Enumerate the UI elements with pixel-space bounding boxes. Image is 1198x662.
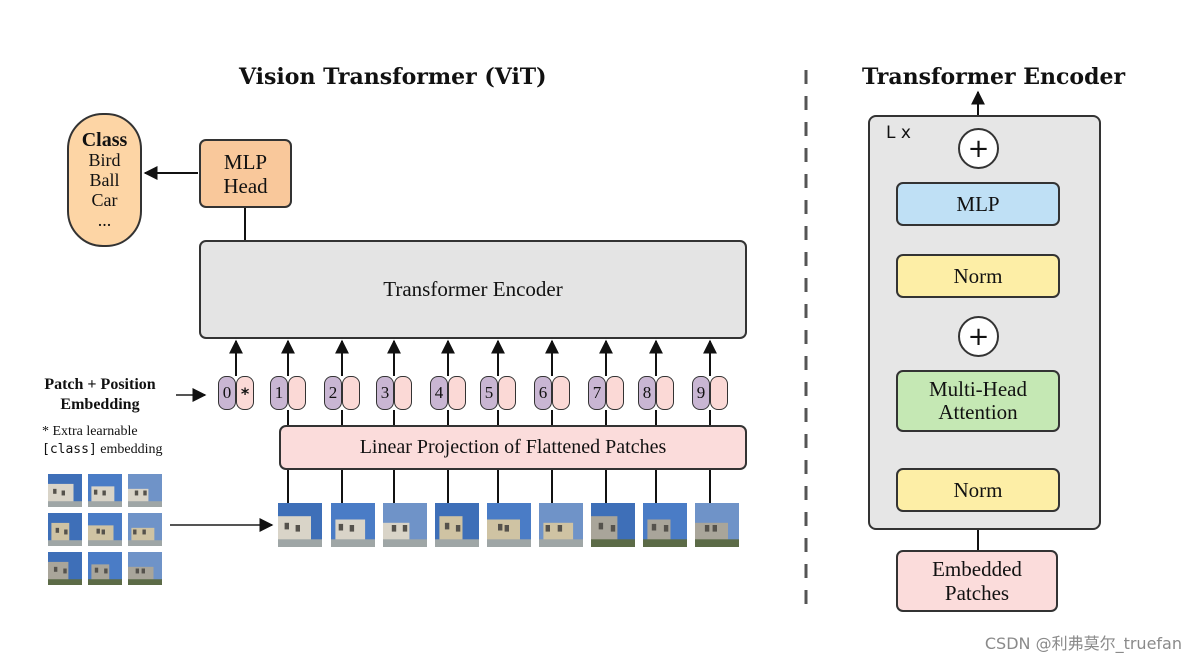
grid-patch-1: [48, 474, 82, 507]
position-embedding-7: 7: [588, 376, 606, 410]
grid-patch-7: [48, 552, 82, 585]
plus-upper-symbol: +: [967, 133, 990, 164]
strip-patch-9: [695, 503, 739, 547]
mlp-block-label: MLP: [956, 191, 1000, 216]
class-heading: Class: [81, 129, 128, 151]
transformer-encoder-label: Transformer Encoder: [383, 277, 563, 301]
plus-lower-symbol: +: [967, 321, 990, 352]
note-class-token: [class]: [42, 442, 97, 457]
strip-patch-6: [539, 503, 583, 547]
embedding-label-line2: Embedding: [60, 396, 140, 413]
patch-embedding-9: [710, 376, 728, 410]
patch-embedding-2: [342, 376, 360, 410]
strip-patch-2: [331, 503, 375, 547]
position-index-8: 8: [642, 383, 652, 402]
patch-embedding-6: [552, 376, 570, 410]
class-token-marker: *: [240, 383, 250, 403]
vit-title: Vision Transformer (ViT): [239, 64, 547, 90]
position-embedding-9: 9: [692, 376, 710, 410]
multi-head-attention-block: Multi-Head Attention: [896, 370, 1060, 432]
position-embedding-8: 8: [638, 376, 656, 410]
mlp-head-line1: MLP: [223, 149, 268, 174]
position-index-2: 2: [328, 383, 338, 402]
patch-embedding-3: [394, 376, 412, 410]
class-item-more: ...: [97, 210, 112, 230]
patch-embedding-1: [288, 376, 306, 410]
position-index-0: 0: [222, 383, 232, 402]
embedded-patches-block: Embedded Patches: [896, 550, 1058, 612]
grid-patch-8: [88, 552, 122, 585]
norm-bottom-block: Norm: [896, 468, 1060, 512]
extra-learnable-note: * Extra learnable [class] embedding: [42, 423, 163, 459]
mlp-head-line2: Head: [223, 173, 268, 198]
linear-projection-label: Linear Projection of Flattened Patches: [359, 436, 667, 458]
position-embedding-2: 2: [324, 376, 342, 410]
position-index-5: 5: [484, 383, 494, 402]
watermark: CSDN @利弗莫尔_truefan: [984, 634, 1182, 653]
note-line2-suffix: embedding: [96, 442, 163, 457]
class-box: Class Bird Ball Car ...: [67, 113, 142, 247]
strip-patch-1: [278, 503, 322, 547]
plus-lower: +: [958, 316, 999, 357]
position-index-6: 6: [538, 383, 548, 402]
grid-patch-3: [128, 474, 162, 507]
patch-embedding-5: [498, 376, 516, 410]
strip-patch-4: [435, 503, 479, 547]
mlp-block: MLP: [896, 182, 1060, 226]
transformer-encoder-box: Transformer Encoder: [199, 240, 747, 339]
linear-projection-box: Linear Projection of Flattened Patches: [279, 425, 747, 470]
grid-patch-4: [48, 513, 82, 546]
note-line2: [class] embedding: [42, 441, 163, 459]
embedded-line2: Patches: [944, 581, 1010, 605]
position-embedding-0: 0: [218, 376, 236, 410]
strip-patch-7: [591, 503, 635, 547]
position-embedding-6: 6: [534, 376, 552, 410]
embedding-label: Patch + Position Embedding: [30, 375, 170, 415]
class-item-ball: Ball: [89, 170, 120, 190]
encoder-title: Transformer Encoder: [862, 64, 1126, 90]
embedding-label-line1: Patch + Position: [44, 376, 156, 393]
mlp-head-box: MLP Head: [199, 139, 292, 208]
grid-patch-2: [88, 474, 122, 507]
position-index-3: 3: [380, 383, 390, 402]
grid-patch-5: [88, 513, 122, 546]
embedded-line1: Embedded: [932, 557, 1022, 581]
patch-embedding-8: [656, 376, 674, 410]
position-embedding-4: 4: [430, 376, 448, 410]
note-line1: * Extra learnable: [42, 424, 138, 439]
repeat-label: L x: [886, 123, 911, 143]
patch-embedding-7: [606, 376, 624, 410]
norm-top-label: Norm: [953, 263, 1003, 288]
position-index-9: 9: [696, 383, 706, 402]
class-token: *: [236, 376, 254, 410]
norm-top-block: Norm: [896, 254, 1060, 298]
plus-upper: +: [958, 128, 999, 169]
class-item-car: Car: [91, 190, 118, 210]
strip-patch-3: [383, 503, 427, 547]
norm-bottom-label: Norm: [953, 477, 1003, 502]
position-index-4: 4: [434, 383, 444, 402]
strip-patch-8: [643, 503, 687, 547]
patch-embedding-4: [448, 376, 466, 410]
strip-patch-5: [487, 503, 531, 547]
class-item-bird: Bird: [88, 150, 121, 170]
grid-patch-6: [128, 513, 162, 546]
position-index-7: 7: [592, 383, 602, 402]
position-index-1: 1: [274, 383, 284, 402]
position-embedding-1: 1: [270, 376, 288, 410]
mha-line2: Attention: [938, 400, 1018, 424]
grid-patch-9: [128, 552, 162, 585]
mha-line1: Multi-Head: [929, 377, 1027, 401]
position-embedding-3: 3: [376, 376, 394, 410]
position-embedding-5: 5: [480, 376, 498, 410]
